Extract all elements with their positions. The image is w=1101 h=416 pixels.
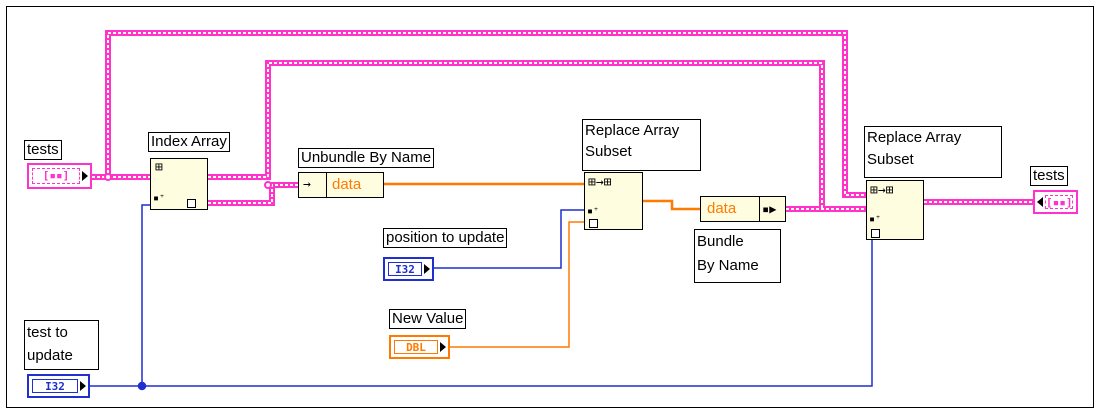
tests-input-control[interactable]: [▪▪] <box>27 163 92 189</box>
unbundle-by-name-label: Unbundle By Name <box>298 148 435 168</box>
array-cluster-icon: [▪▪] <box>1045 195 1073 209</box>
index-input-icon: ▪⁺ <box>587 206 600 217</box>
tests-output-label: tests <box>1030 166 1068 186</box>
bundle-data-field: data <box>707 200 737 217</box>
new-value-control[interactable]: DBL <box>389 335 450 359</box>
element-input-icon <box>589 219 598 228</box>
wire-position[interactable] <box>434 209 584 269</box>
bundle-by-name-label: Bundle By Name <box>694 229 781 283</box>
bundle-by-name-node[interactable]: data ▪▶ <box>700 196 786 222</box>
index-array-node[interactable]: ⊞ ▪⁺ <box>150 158 208 210</box>
array-grid-icon: ⊞ <box>155 160 163 175</box>
replace-subset-icon: ⊞→⊞ <box>588 175 612 190</box>
unbundle-by-name-node[interactable]: → data <box>298 172 384 198</box>
cluster-array-wires <box>92 30 1033 212</box>
wire-index-to-unbundle[interactable] <box>208 182 298 206</box>
i32-terminal-icon: I32 <box>388 262 422 276</box>
test-to-update-label: test to update <box>24 320 99 370</box>
new-value-label: New Value <box>389 309 467 329</box>
output-arrow-icon <box>80 381 86 391</box>
replace-subset-icon: ⊞→⊞ <box>870 183 894 198</box>
output-arrow-icon <box>424 264 430 274</box>
wire-new-value[interactable] <box>450 221 584 348</box>
tests-input-label: tests <box>24 140 62 160</box>
output-arrow-icon <box>82 171 88 181</box>
integer-wires <box>90 204 873 391</box>
i32-terminal-icon: I32 <box>32 379 78 393</box>
element-output-icon <box>187 199 196 208</box>
double-wires <box>384 182 700 348</box>
dbl-terminal-icon: DBL <box>394 340 438 354</box>
wire-test-to-update[interactable] <box>90 240 873 387</box>
wire-tests-top-loop[interactable] <box>92 30 866 198</box>
output-arrow-icon <box>440 342 446 352</box>
index-input-icon: ▪⁺ <box>153 193 166 204</box>
bundle-arrow-icon: ▪▶ <box>762 202 777 216</box>
array-cluster-icon: [▪▪] <box>32 168 80 184</box>
wire-replace1-to-bundle[interactable] <box>643 199 700 211</box>
position-to-update-control[interactable]: I32 <box>383 257 434 281</box>
replace-array-subset-2-label: Replace Array Subset <box>864 126 1002 178</box>
unbundle-data-field: data <box>332 176 362 193</box>
tests-output-indicator[interactable]: [▪▪] <box>1033 190 1078 214</box>
replace-array-subset-2-node[interactable]: ⊞→⊞ ▪⁺ <box>866 180 924 240</box>
wire-index-input[interactable] <box>141 204 150 386</box>
test-to-update-control[interactable]: I32 <box>27 374 90 398</box>
unbundle-arrow-icon: → <box>303 177 311 192</box>
element-input-icon <box>871 229 880 238</box>
index-array-label: Index Array <box>148 132 230 152</box>
replace-array-subset-1-node[interactable]: ⊞→⊞ ▪⁺ <box>584 172 643 230</box>
index-input-icon: ▪⁺ <box>869 214 882 225</box>
position-to-update-label: position to update <box>383 228 508 248</box>
replace-array-subset-1-label: Replace Array Subset <box>582 119 701 171</box>
input-arrow-icon <box>1037 197 1043 207</box>
